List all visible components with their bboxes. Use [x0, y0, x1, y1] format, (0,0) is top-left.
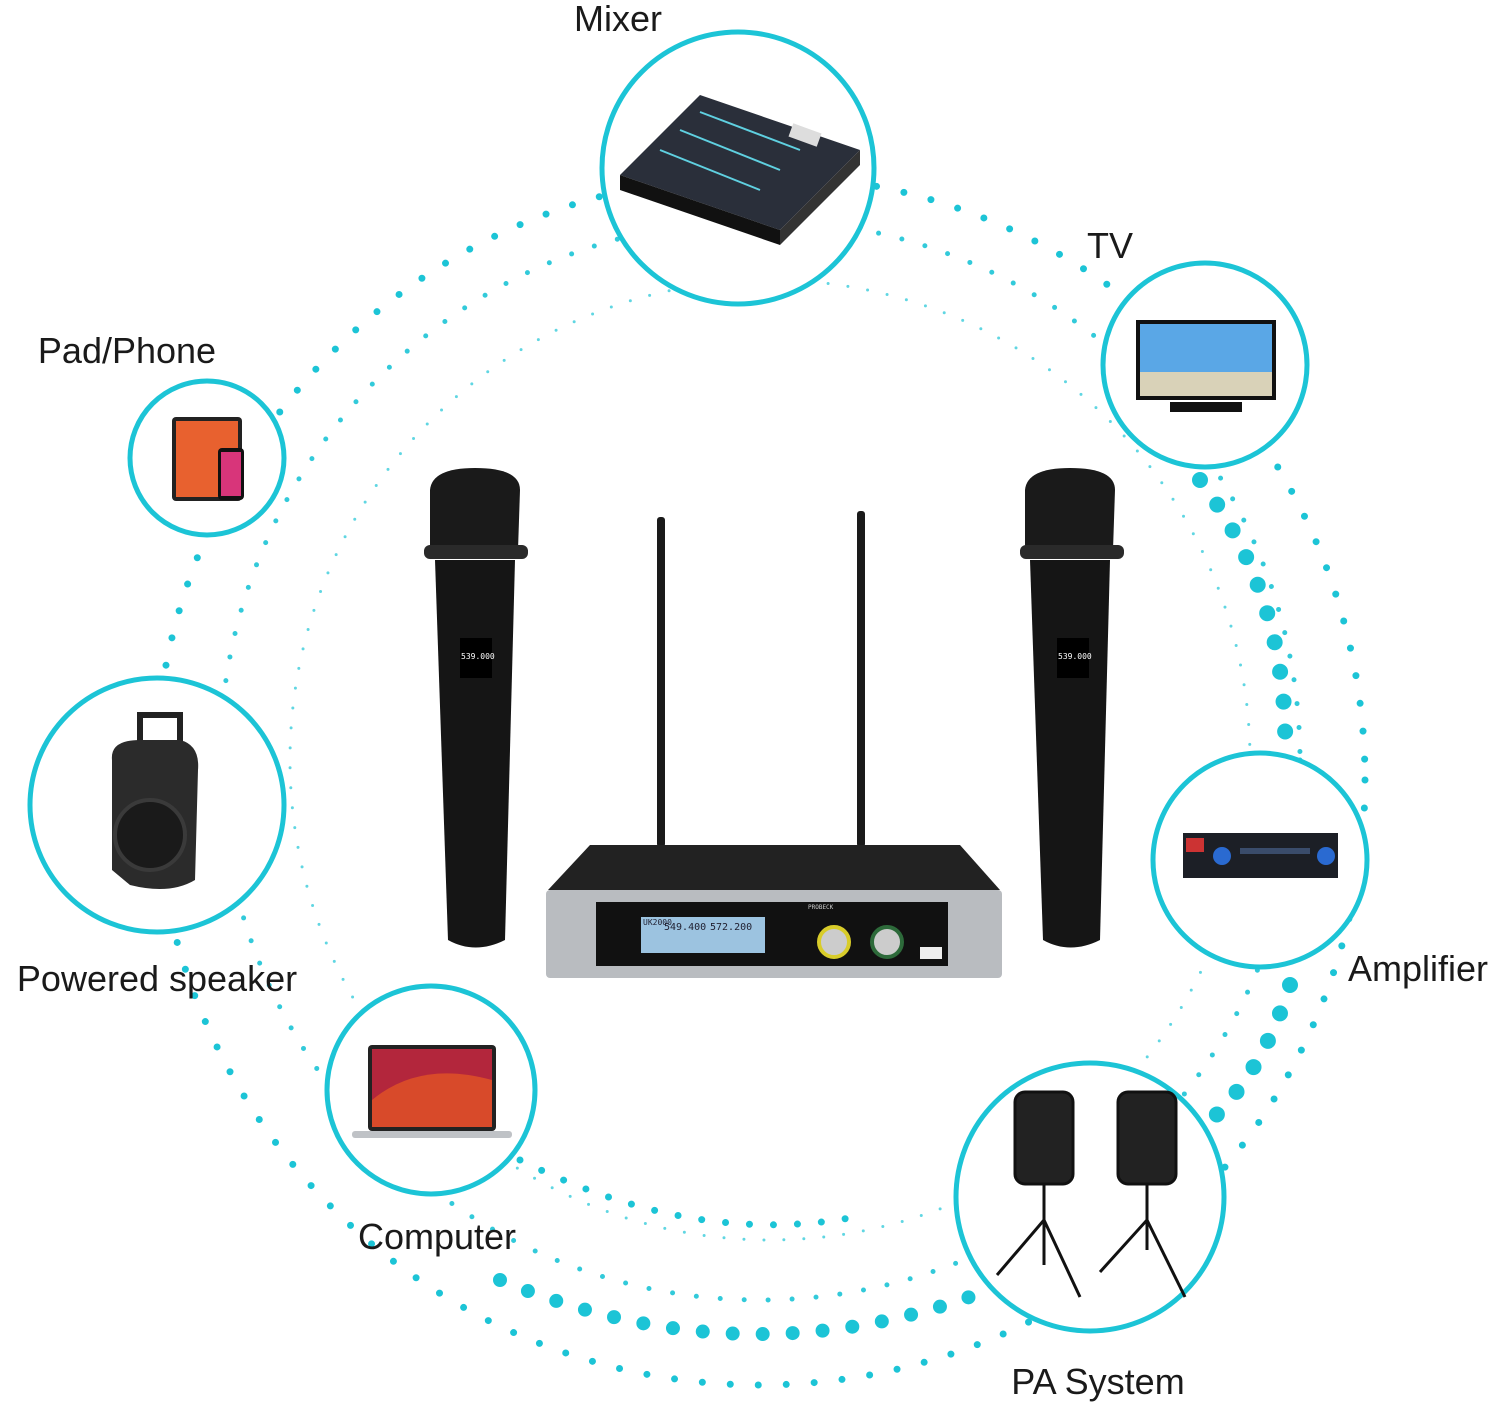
dotted-arc-amplifier: [1192, 472, 1294, 768]
label-tv: TV: [1086, 225, 1134, 266]
tablet-phone-icon: [172, 417, 244, 501]
microphone-left: [424, 468, 528, 948]
laptop-icon: [352, 1045, 512, 1138]
dotted-arc-pa: [1192, 977, 1298, 1138]
receiver-channel-b: 572.200: [710, 922, 753, 933]
tv-icon: [1136, 320, 1276, 412]
label-mixer: Mixer: [574, 0, 662, 39]
dotted-ring: [151, 171, 1369, 1389]
amplifier-icon: [1183, 833, 1338, 878]
speaker-icon: [111, 712, 199, 889]
pa-speakers-icon: [995, 1090, 1187, 1298]
dotted-arc-computer: [516, 1156, 869, 1229]
dotted-arc-bottom: [493, 1273, 982, 1341]
label-pad-phone: Pad/Phone: [37, 330, 217, 371]
label-powered-speaker: Powered speaker: [16, 958, 298, 999]
mic-left-display: 539.000: [461, 652, 495, 661]
receiver-model: UK2000: [643, 918, 672, 927]
receiver-brand: PROBECK: [808, 904, 834, 911]
mic-right-display: 539.000: [1058, 652, 1092, 661]
label-amplifier: Amplifier: [1347, 948, 1489, 989]
mixer-icon: [620, 95, 860, 245]
receiver-channel-a: 549.400: [664, 922, 707, 933]
pa-system-circle: [953, 1060, 1227, 1334]
label-computer: Computer: [357, 1216, 517, 1257]
receiver: [546, 511, 1002, 978]
microphone-right: [1020, 468, 1124, 948]
label-pa-system: PA System: [1011, 1361, 1185, 1402]
